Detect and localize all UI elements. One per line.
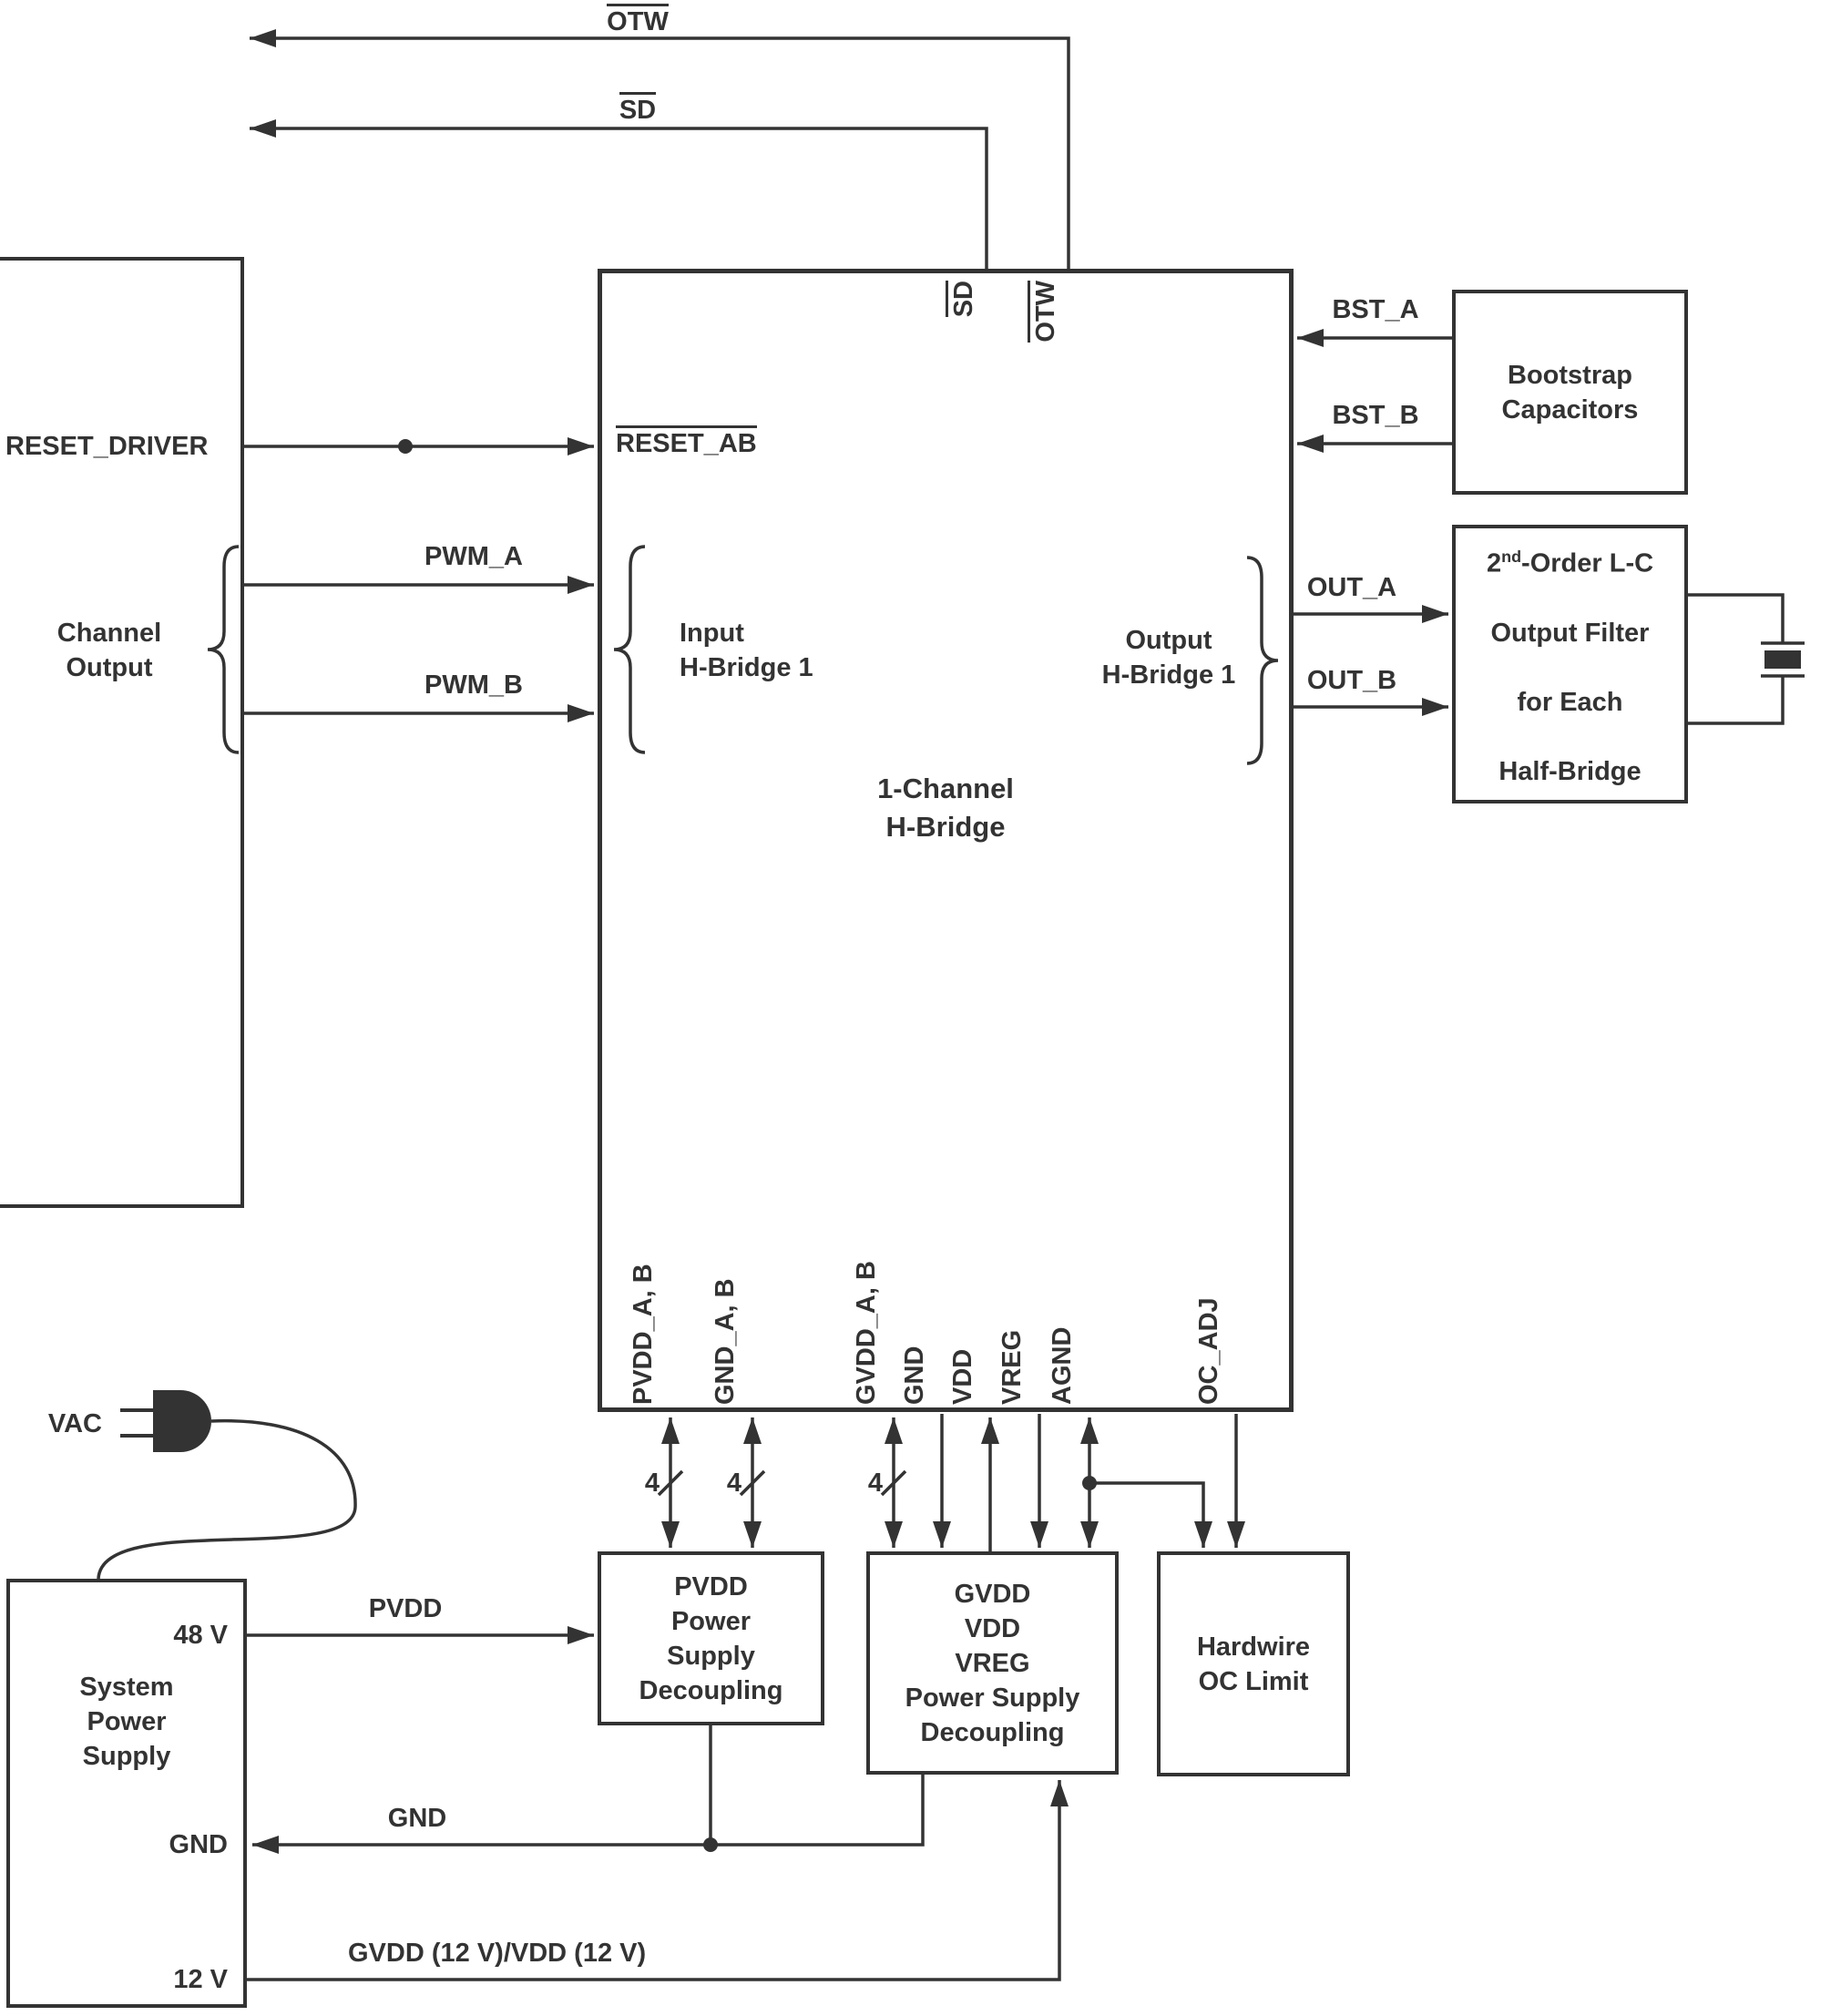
- pin-otw-text: OTW: [1028, 281, 1060, 343]
- output-brace: [1246, 556, 1279, 765]
- ps-pin-12v: 12 V: [173, 1965, 228, 1994]
- lc-filter-line3: for Each: [1517, 687, 1623, 717]
- bus-slash-3: [880, 1469, 907, 1497]
- gvdd-vdd-wire-label: GVDD (12 V)/VDD (12 V): [348, 1939, 647, 1968]
- hardwire-oc-label: Hardwire OC Limit: [1196, 1632, 1311, 1696]
- channel-output-brace: [207, 545, 240, 754]
- reset-driver-label: RESET_DRIVER: [5, 432, 209, 461]
- pin-gnd: GND: [900, 1346, 929, 1405]
- agnd-junction-dot: [1082, 1476, 1097, 1490]
- speaker-wires: [1688, 593, 1805, 725]
- sd-signal-label: SD: [547, 92, 729, 126]
- gvdd-decoupling-block: GVDD VDD VREG Power Supply Decoupling: [866, 1551, 1119, 1775]
- pin-sd-text: SD: [946, 281, 978, 318]
- gvdd-vdd-supply-wire: [247, 1780, 1069, 1981]
- plug-body-icon: [153, 1390, 211, 1452]
- pin-vreg: VREG: [997, 1329, 1027, 1405]
- otw-signal-text: OTW: [607, 4, 669, 36]
- pin-otw: OTW: [1028, 281, 1060, 363]
- lc-filter-line1: 2nd-Order L-C: [1487, 539, 1653, 581]
- sd-signal-text: SD: [619, 92, 657, 124]
- sd-wire: [250, 119, 988, 269]
- bootstrap-capacitors-block: Bootstrap Capacitors: [1452, 290, 1688, 495]
- agnd-branch-wire: [1089, 1481, 1212, 1548]
- plug-prongs-icon: [120, 1408, 155, 1438]
- controller-block: [0, 257, 244, 1208]
- main-hbridge-title: 1-Channel H-Bridge: [877, 773, 1014, 843]
- speaker-icon: [1764, 650, 1801, 669]
- pin-pvdd-ab: PVDD_A, B: [629, 1264, 658, 1405]
- vac-label: VAC: [47, 1409, 102, 1438]
- pin-agnd: AGND: [1048, 1326, 1077, 1405]
- lc-filter-line4: Half-Bridge: [1498, 756, 1642, 786]
- gnd-wire-label: GND: [387, 1804, 447, 1833]
- gnd-junction-dot: [703, 1837, 718, 1852]
- lc-filter-rest: -Order L-C: [1521, 548, 1654, 578]
- out-b-label: OUT_B: [1306, 666, 1397, 695]
- pin-vdd: VDD: [948, 1348, 977, 1405]
- input-brace: [613, 545, 646, 754]
- vac-cord: [97, 1418, 357, 1580]
- lc-filter-label: 2nd-Order L-C Output Filter for Each Hal…: [1487, 505, 1653, 824]
- channel-output-label: Channel Output: [56, 619, 162, 682]
- pin-gvdd-ab: GVDD_A, B: [852, 1261, 881, 1405]
- input-hbridge-label: Input H-Bridge 1: [680, 619, 813, 682]
- reset-junction-dot: [398, 439, 413, 454]
- gvdd-decoupling-label: GVDD VDD VREG Power Supply Decoupling: [905, 1579, 1080, 1747]
- bst-a-label: BST_A: [1332, 295, 1419, 324]
- bus-width-label-3: 4: [867, 1469, 883, 1498]
- system-power-supply-block: [6, 1579, 247, 2008]
- bus-width-label-1: 4: [644, 1469, 660, 1498]
- system-ps-title: System Power Supply: [79, 1673, 174, 1771]
- lc-filter-line2: Output Filter: [1490, 618, 1650, 648]
- bus-slash-1: [657, 1469, 684, 1497]
- output-hbridge-label: Output H-Bridge 1: [1101, 626, 1236, 690]
- bst-b-label: BST_B: [1332, 401, 1419, 430]
- bus-slash-2: [739, 1469, 766, 1497]
- bootstrap-capacitors-label: Bootstrap Capacitors: [1501, 360, 1639, 425]
- reset-ab-text: RESET_AB: [616, 425, 757, 457]
- bus-width-label-2: 4: [726, 1469, 742, 1498]
- pin-oc-adj: OC_ADJ: [1194, 1297, 1223, 1405]
- hardwire-oc-block: Hardwire OC Limit: [1157, 1551, 1350, 1776]
- lc-filter-sup: nd: [1501, 547, 1522, 567]
- lc-filter-base: 2: [1486, 548, 1502, 578]
- ps-pin-gnd: GND: [169, 1830, 228, 1859]
- pin-sd: SD: [946, 281, 978, 363]
- pwm-b-label: PWM_B: [424, 670, 523, 700]
- reset-ab-label: RESET_AB: [616, 425, 757, 459]
- pvdd-wire-label: PVDD: [368, 1594, 443, 1623]
- otw-signal-label: OTW: [547, 4, 729, 37]
- otw-wire: [250, 29, 1070, 269]
- out-a-label: OUT_A: [1306, 573, 1397, 602]
- ps-pin-48v: 48 V: [173, 1621, 228, 1650]
- lc-filter-block: 2nd-Order L-C Output Filter for Each Hal…: [1452, 525, 1688, 803]
- pvdd-decoupling-label: PVDD Power Supply Decoupling: [639, 1571, 783, 1705]
- pwm-a-label: PWM_A: [424, 542, 523, 571]
- pin-gnd-ab: GND_A, B: [711, 1278, 740, 1405]
- main-hbridge-block: [598, 269, 1294, 1412]
- gnd-supply-wire: [252, 1775, 925, 1854]
- pvdd-decoupling-block: PVDD Power Supply Decoupling: [598, 1551, 824, 1725]
